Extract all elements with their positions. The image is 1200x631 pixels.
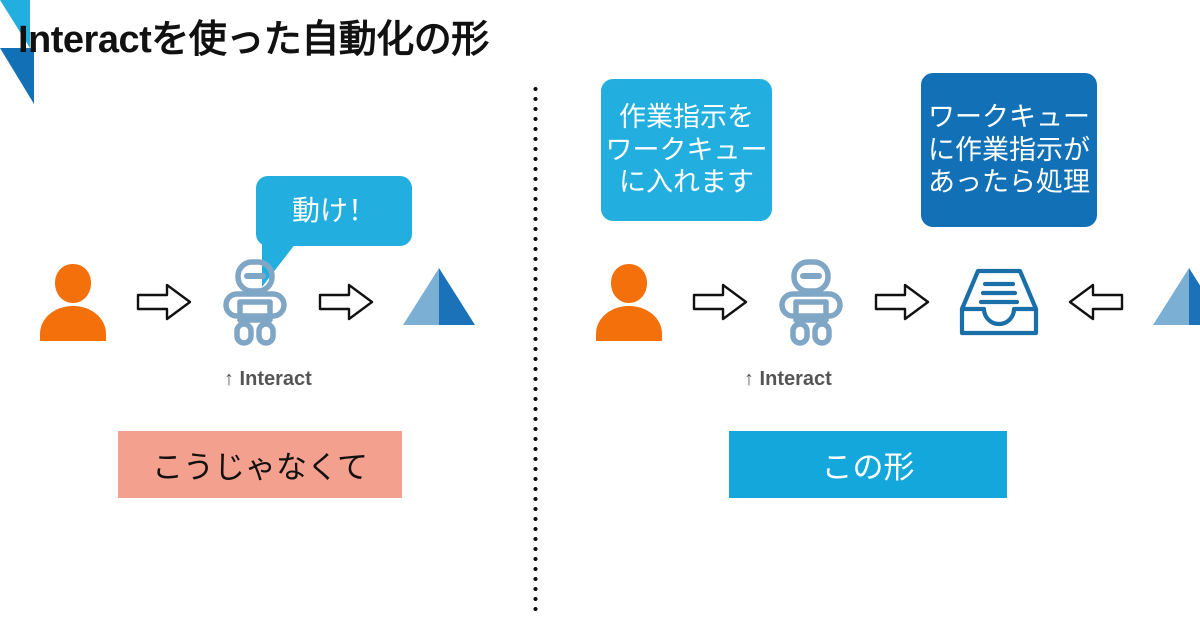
interact-caption-left: ↑ Interact [224,368,312,390]
arrow-right-icon [874,282,930,322]
process-bubble-tail [0,48,34,104]
process-bubble-line-1: ワークキュー [928,101,1090,132]
arrow-left-icon [1068,282,1124,322]
person-icon [592,260,666,344]
enqueue-bubble: 作業指示を ワークキュー に入れます [601,79,772,221]
inbox-icon [956,265,1042,339]
move-bubble: 動け！ [256,176,412,246]
person-icon [36,260,110,344]
arrow-right-icon [318,282,374,322]
robot-icon [774,258,848,346]
enqueue-bubble-line-1: 作業指示を [619,101,754,132]
pyramid-icon [1150,265,1200,339]
banner-not-like-this: こうじゃなくて [118,431,402,498]
arrow-right-icon [692,282,748,322]
arrow-right-icon [136,282,192,322]
page-title: Interactを使った自動化の形 [18,19,489,61]
vertical-dotted-divider [533,84,538,612]
robot-icon [218,258,292,346]
enqueue-bubble-tail [0,0,30,48]
process-bubble: ワークキュー に作業指示が あったら処理 [921,73,1097,227]
left-flow-row [36,258,478,346]
right-flow-row [592,258,1200,346]
enqueue-bubble-line-2: ワークキュー [605,134,768,165]
process-bubble-line-3: あったら処理 [928,167,1090,198]
process-bubble-line-2: に作業指示が [928,134,1090,165]
interact-caption-right: ↑ Interact [744,368,832,390]
enqueue-bubble-line-3: に入れます [619,167,754,198]
pyramid-icon [400,265,478,339]
banner-this-form: この形 [729,431,1007,498]
move-bubble-line-1: 動け！ [291,194,376,226]
